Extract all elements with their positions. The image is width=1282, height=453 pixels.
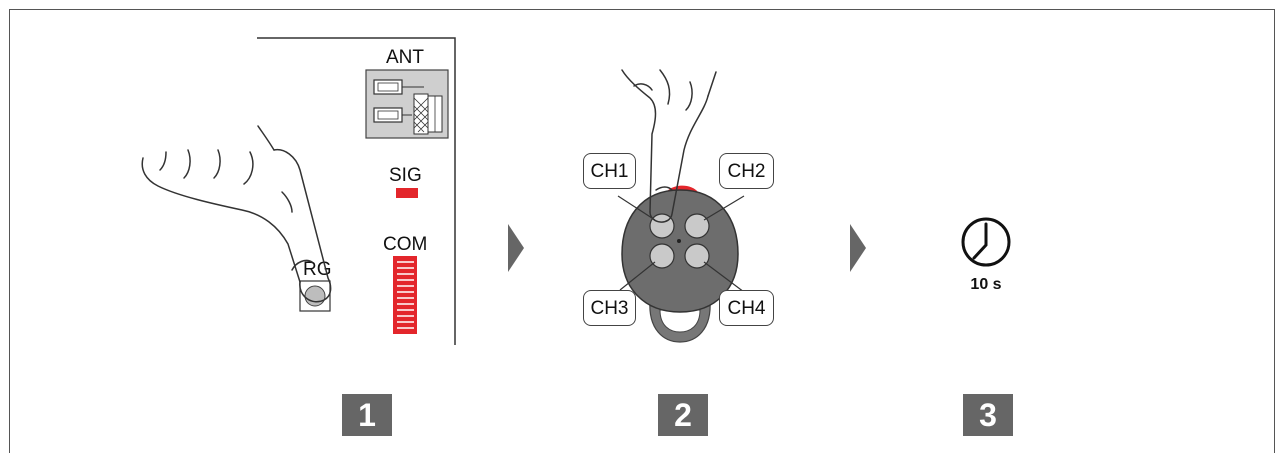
- remote-control: [617, 185, 745, 343]
- ch1-button-label: CH1: [583, 153, 636, 189]
- ch4-button-label: CH4: [719, 290, 774, 326]
- clock-icon: [961, 217, 1011, 267]
- sig-label: SIG: [389, 165, 422, 186]
- ch3-button-label: CH3: [583, 290, 636, 326]
- step-badge-1: 1: [342, 394, 392, 436]
- sig-led: [396, 188, 418, 198]
- prg-button: [304, 285, 326, 307]
- antenna-terminal: [365, 69, 449, 139]
- com-connector: [393, 256, 417, 334]
- ant-label: ANT: [386, 47, 424, 68]
- com-label: COM: [383, 234, 427, 255]
- frame-border: [9, 9, 1275, 453]
- timer-duration: 10 s: [970, 276, 1002, 293]
- hand-pressing-icon: [141, 125, 332, 303]
- step-badge-3: 3: [963, 394, 1013, 436]
- next-arrow-2: [850, 224, 866, 272]
- ch2-button-label: CH2: [719, 153, 774, 189]
- hand-pressing-remote-icon: [621, 69, 717, 223]
- step-badge-2: 2: [658, 394, 708, 436]
- control-board: ANT SIG COM RG: [257, 37, 456, 345]
- next-arrow-1: [508, 224, 524, 272]
